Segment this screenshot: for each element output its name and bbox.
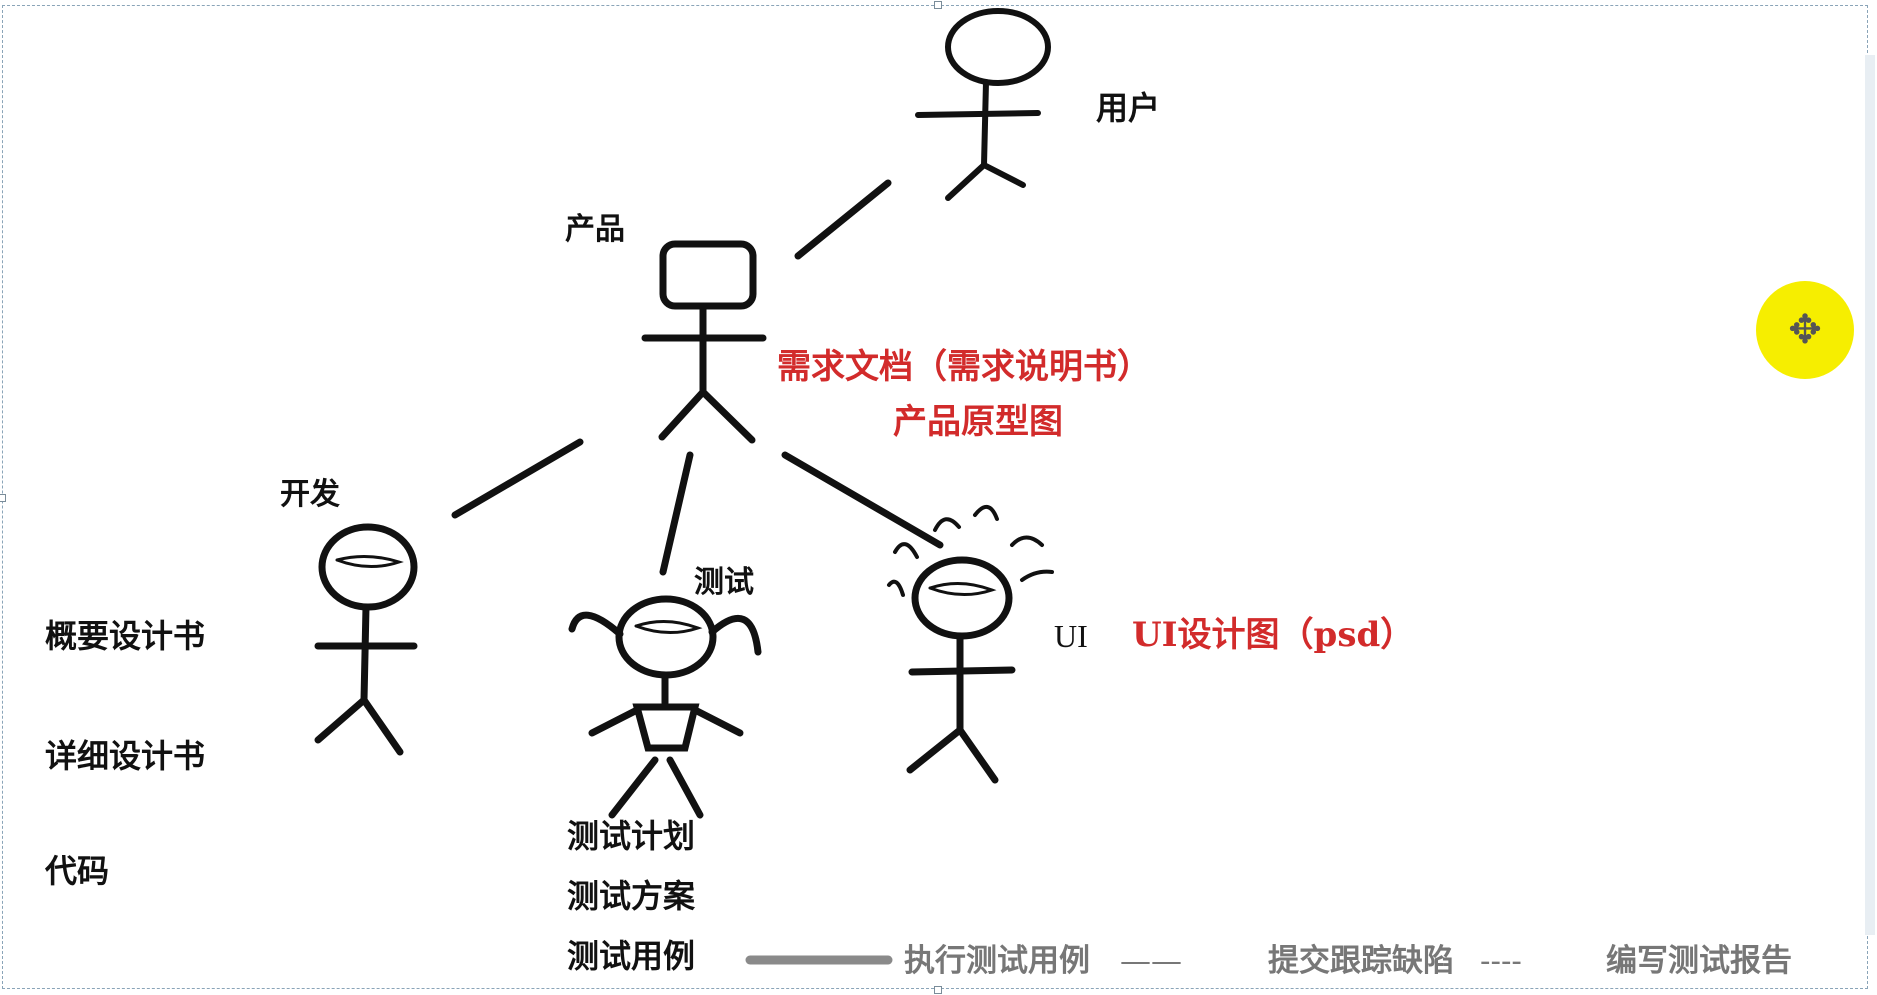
move-cursor-highlight[interactable]: ✥ bbox=[1756, 281, 1854, 379]
test-label: 测试 bbox=[694, 565, 754, 600]
dev-label: 开发 bbox=[280, 477, 340, 512]
test-figure bbox=[568, 595, 762, 819]
test-doc-2: 测试方案 bbox=[567, 877, 696, 915]
dev-doc-1: 概要设计书 bbox=[45, 617, 206, 655]
workflow-step-execute: 执行测试用例 bbox=[904, 943, 1090, 979]
right-scrollbar[interactable] bbox=[1865, 55, 1875, 935]
workflow-step-defects: 提交跟踪缺陷 bbox=[1268, 943, 1454, 979]
product-label: 产品 bbox=[565, 212, 625, 247]
resize-handle-bottom[interactable] bbox=[934, 986, 942, 994]
dev-doc-3: 代码 bbox=[45, 852, 110, 890]
move-cursor-icon: ✥ bbox=[1788, 307, 1822, 353]
connector-product-ui bbox=[781, 451, 944, 549]
workflow-separator-1: —— bbox=[1120, 943, 1182, 979]
user-label: 用户 bbox=[1096, 89, 1161, 127]
workflow-step-report: 编写测试报告 bbox=[1606, 943, 1792, 979]
product-doc-requirements: 需求文档（需求说明书） bbox=[777, 347, 1151, 387]
test-doc-3: 测试用例 bbox=[567, 937, 696, 975]
resize-handle-top[interactable] bbox=[934, 1, 942, 9]
connector-product-test bbox=[659, 451, 694, 576]
resize-handle-left[interactable] bbox=[0, 494, 6, 502]
user-figure bbox=[915, 8, 1051, 201]
product-doc-prototype: 产品原型图 bbox=[893, 402, 1063, 442]
connector-user-product bbox=[794, 179, 892, 260]
ui-label: UI bbox=[1054, 618, 1088, 654]
workflow-separator-2: ---- bbox=[1480, 943, 1522, 979]
connector-product-dev bbox=[451, 438, 584, 519]
dev-doc-2: 详细设计书 bbox=[45, 737, 206, 775]
ui-doc: UI设计图（psd） bbox=[1132, 615, 1415, 655]
ui-figure bbox=[887, 505, 1054, 784]
test-doc-1: 测试计划 bbox=[567, 817, 696, 855]
dev-figure bbox=[314, 523, 418, 756]
product-figure bbox=[641, 240, 767, 444]
